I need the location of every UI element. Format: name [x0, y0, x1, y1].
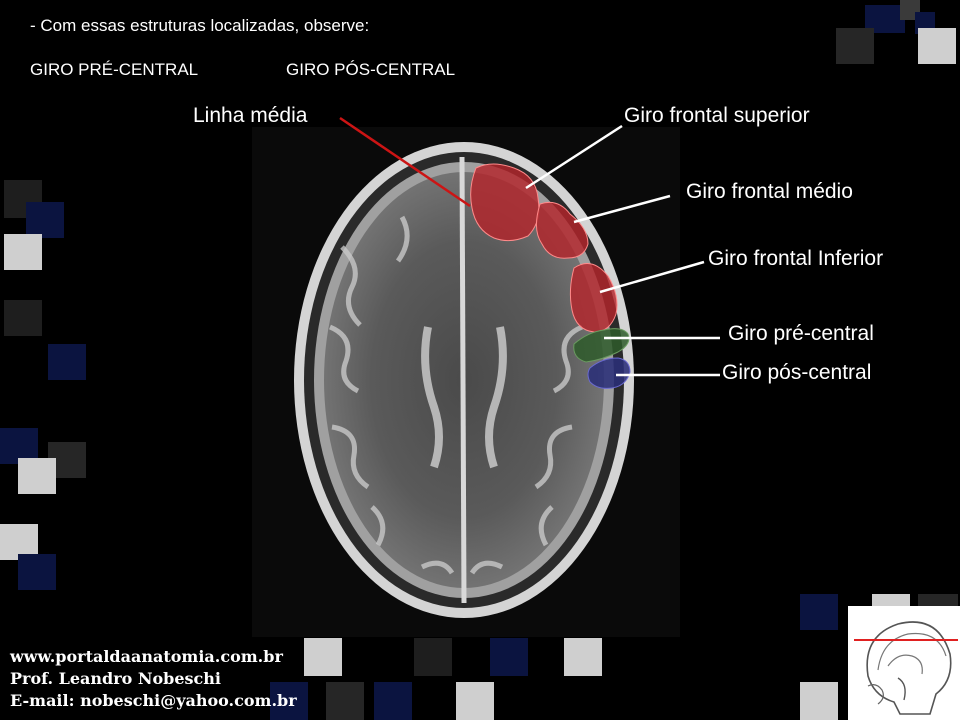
middle-frontal-gyrus-highlight: [536, 201, 589, 259]
footer-email[interactable]: E-mail: nobeschi@yahoo.com.br: [10, 691, 297, 710]
postcentral-gyrus-highlight: [587, 357, 631, 389]
label-midline: Linha média: [193, 104, 308, 127]
middle-frontal-pointer: [573, 194, 671, 224]
intro-text: - Com essas estruturas localizadas, obse…: [30, 16, 370, 35]
precentral-gyrus-highlight: [573, 328, 630, 363]
mri-brain-image: [252, 127, 680, 637]
topic-postcentral: GIRO PÓS-CENTRAL: [286, 60, 456, 79]
footer-site-link[interactable]: www.portaldaanatomia.com.br: [10, 647, 283, 666]
inferior-frontal-pointer: [599, 260, 705, 294]
label-inferior-frontal-gyrus: Giro frontal Inferior: [708, 247, 884, 270]
footer-credits: www.portaldaanatomia.com.br Prof. Leandr…: [10, 646, 297, 712]
inferior-frontal-gyrus-highlight: [569, 263, 618, 333]
superior-frontal-pointer: [525, 124, 623, 190]
sagittal-head-inset: [848, 606, 960, 720]
superior-frontal-gyrus-highlight: [470, 163, 540, 242]
label-precentral-gyrus: Giro pré-central: [728, 322, 874, 345]
label-postcentral-gyrus: Giro pós-central: [722, 361, 872, 384]
topic-precentral: GIRO PRÉ-CENTRAL: [30, 60, 199, 79]
footer-author: Prof. Leandro Nobeschi: [10, 669, 221, 688]
midline-pointer: [339, 116, 471, 208]
label-middle-frontal-gyrus: Giro frontal médio: [686, 180, 853, 203]
label-superior-frontal-gyrus: Giro frontal superior: [624, 104, 810, 127]
